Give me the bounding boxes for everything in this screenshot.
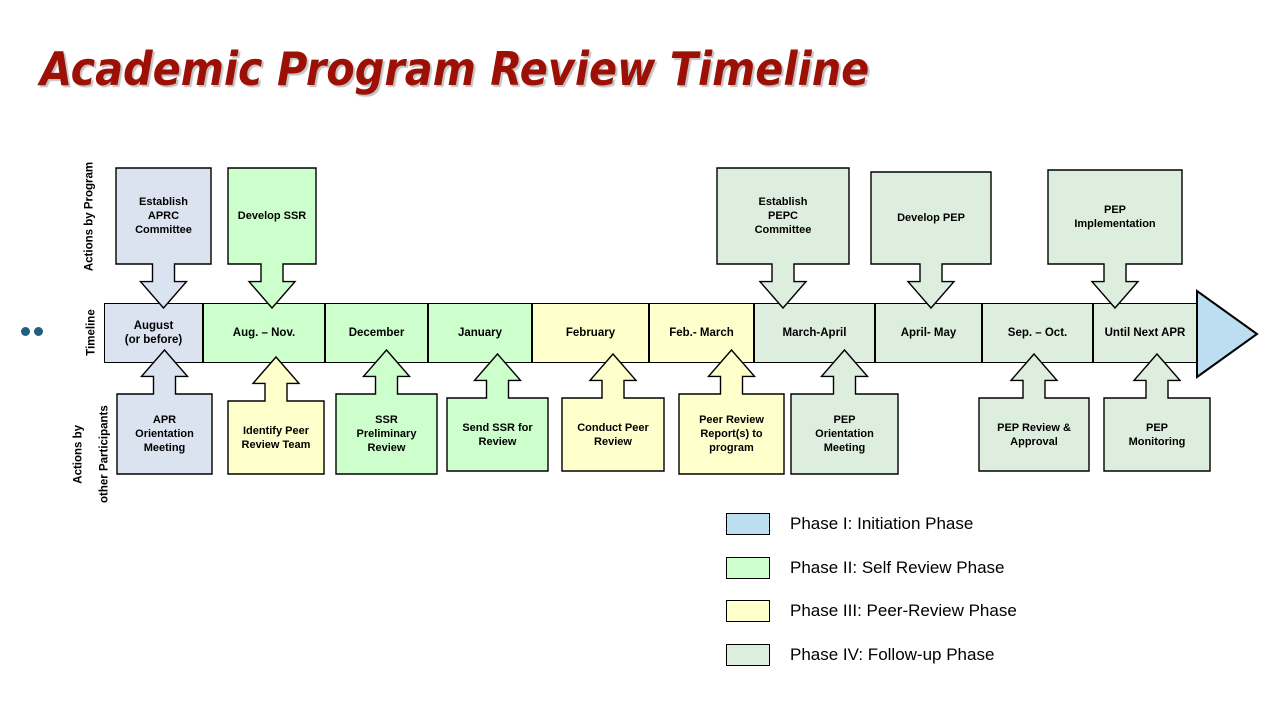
timeline-cell[interactable]: February	[532, 303, 649, 363]
timeline-cell[interactable]: August(or before)	[104, 303, 203, 363]
legend-label: Phase III: Peer-Review Phase	[790, 601, 1017, 620]
timeline-cell-label: Until Next APR	[1104, 327, 1186, 339]
participant-action-box[interactable]: PEP Review &Approval	[973, 348, 1095, 477]
legend-label: Phase I: Initiation Phase	[790, 514, 974, 533]
row-label-line2: other Participants	[98, 405, 111, 503]
timeline-cell-label: April- May	[900, 327, 957, 339]
row-label-actions-by-program: Actions by Program	[83, 161, 96, 272]
timeline-cell-label: January	[457, 327, 503, 339]
legend-item: Phase IV: Follow-up Phase	[726, 643, 995, 666]
timeline-continues-arrow	[1193, 288, 1263, 380]
timeline-cell[interactable]: Aug. – Nov.	[203, 303, 325, 363]
timeline-cell-label: Sep. – Oct.	[1007, 327, 1068, 339]
timeline-cell[interactable]: March-April	[754, 303, 875, 363]
legend-swatch	[726, 513, 770, 535]
legend-label: Phase II: Self Review Phase	[790, 557, 1005, 577]
timeline-cell-label: Feb.- March	[669, 327, 734, 339]
timeline-cell[interactable]: Until Next APR	[1093, 303, 1197, 363]
row-label-line1: Actions by	[72, 424, 85, 484]
legend-label: Phase IV: Follow-up Phase	[790, 644, 995, 664]
legend-item: Phase II: Self Review Phase	[726, 556, 1005, 579]
program-action-box[interactable]: Develop PEP	[865, 166, 997, 314]
legend-swatch	[726, 600, 770, 622]
legend-swatch	[726, 643, 770, 666]
row-label-timeline: Timeline	[85, 309, 98, 356]
timeline-cell-label: December	[348, 327, 405, 339]
bullet-dot-2	[34, 327, 43, 336]
timeline-cell-label: February	[565, 327, 616, 339]
legend-item: Phase III: Peer-Review Phase	[726, 600, 1017, 622]
bullet-dot-1	[21, 327, 30, 336]
timeline-cell[interactable]: Feb.- March	[649, 303, 754, 363]
timeline-cell-label: March-April	[782, 327, 847, 339]
timeline-cell-label: Aug. – Nov.	[232, 327, 296, 339]
timeline-cell-label: August(or before)	[124, 320, 183, 346]
timeline-cell[interactable]: January	[428, 303, 532, 363]
page-title: Academic Program Review Timeline	[40, 42, 870, 96]
program-action-box[interactable]: Develop SSR	[222, 162, 322, 314]
legend-item: Phase I: Initiation Phase	[726, 513, 973, 535]
legend-swatch	[726, 556, 770, 579]
